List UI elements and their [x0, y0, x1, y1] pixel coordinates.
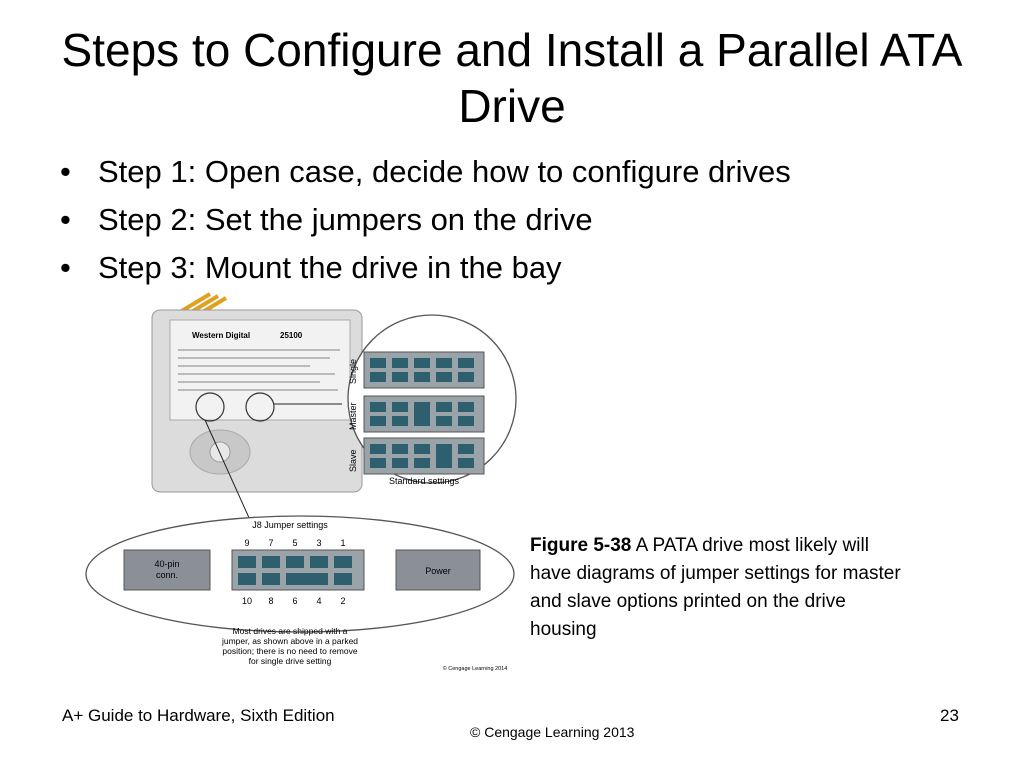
j8-title: J8 Jumper settings: [252, 520, 328, 530]
svg-text:position; there is no need to: position; there is no need to remove: [222, 646, 357, 656]
svg-text:2: 2: [340, 596, 345, 606]
footer-copyright: © Cengage Learning 2013: [470, 724, 635, 740]
power-connector-box: [395, 549, 481, 591]
figure-caption-text: A PATA drive most likely will have diagr…: [530, 535, 901, 640]
jumper-block-circle-2: [245, 392, 275, 422]
bullet-step-2: Step 2: Set the jumpers on the drive: [60, 196, 791, 244]
conn-40pin-box: [123, 549, 211, 591]
figure-caption-label: Figure 5-38: [530, 535, 632, 556]
figure-copyright: © Cengage Learning 2014: [443, 665, 508, 672]
conn-label-line1: 40-pin: [154, 559, 179, 569]
svg-text:10: 10: [242, 596, 252, 606]
page-number: 23: [940, 706, 959, 725]
svg-text:4: 4: [316, 596, 321, 606]
drive-model: 25100: [280, 331, 303, 340]
pin-numbers-top: 9 7 5 3 1: [244, 538, 345, 548]
label-fine-print: [178, 349, 340, 391]
svg-text:8: 8: [268, 596, 273, 606]
pata-drive-figure: Western Digital 25100 Single Master Slav…: [80, 292, 520, 682]
drive-brand: Western Digital: [192, 331, 250, 340]
svg-text:7: 7: [268, 538, 273, 548]
row-label-single: Single: [348, 359, 358, 384]
svg-text:jumper, as shown above in a pa: jumper, as shown above in a parked: [221, 636, 358, 646]
bullet-list: Step 1: Open case, decide how to configu…: [60, 148, 791, 292]
standard-settings-label: Standard settings: [389, 476, 460, 486]
svg-text:for single drive setting: for single drive setting: [249, 656, 332, 666]
svg-text:1: 1: [340, 538, 345, 548]
bullet-step-1: Step 1: Open case, decide how to configu…: [60, 148, 791, 196]
jumper-note: Most drives are shipped with a jumper, a…: [221, 626, 358, 666]
jumper-block-circle-1: [195, 392, 225, 422]
power-label: Power: [425, 566, 451, 576]
slide-title: Steps to Configure and Install a Paralle…: [61, 24, 963, 132]
j8-pins: [238, 556, 352, 585]
drive-label: [169, 319, 351, 421]
figure-caption: Figure 5-38 A PATA drive most likely wil…: [530, 532, 910, 644]
svg-text:Most drives are shipped with a: Most drives are shipped with a: [233, 626, 348, 636]
conn-label-line2: conn.: [156, 570, 178, 580]
pin-numbers-bottom: 10 8 6 4 2: [242, 596, 346, 606]
svg-text:9: 9: [244, 538, 249, 548]
svg-text:3: 3: [316, 538, 321, 548]
pointer-line-lower: [204, 419, 251, 521]
footer-book-title: A+ Guide to Hardware, Sixth Edition: [62, 706, 335, 725]
row-label-master: Master: [348, 402, 358, 430]
bullet-step-3: Step 3: Mount the drive in the bay: [60, 244, 791, 292]
figure-illustration: Western Digital 25100 Single Master Slav…: [85, 292, 517, 672]
jumper-diagram-rows: [363, 351, 485, 475]
row-label-slave: Slave: [348, 449, 358, 472]
svg-text:6: 6: [292, 596, 297, 606]
spindle-hub: [209, 441, 231, 463]
svg-text:5: 5: [292, 538, 297, 548]
